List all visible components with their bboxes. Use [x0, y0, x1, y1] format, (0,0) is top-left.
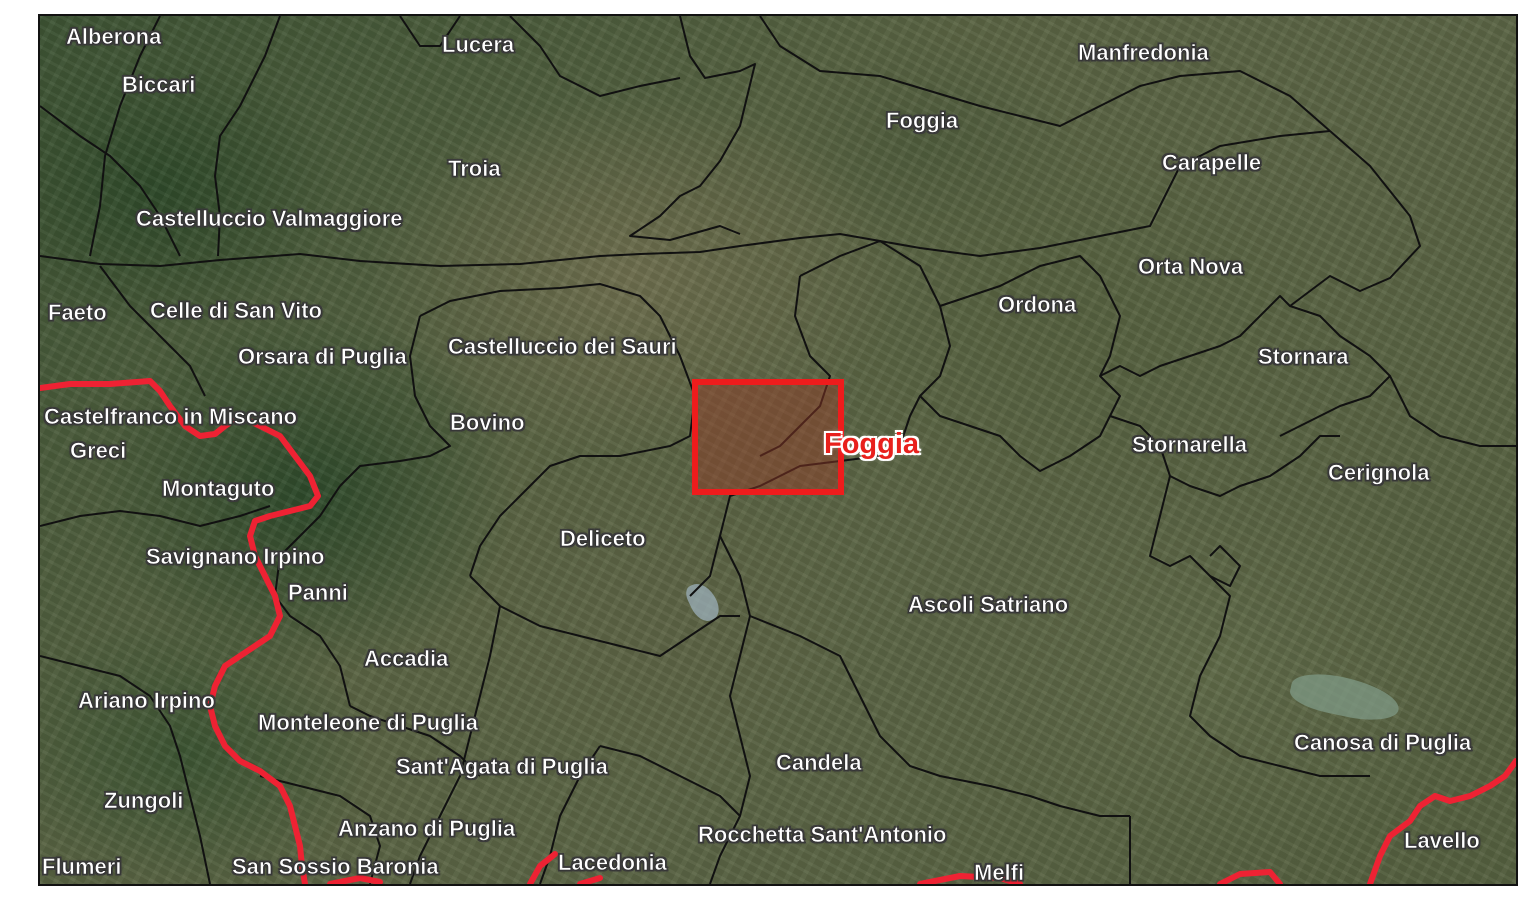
place-label-manfredonia: Manfredonia: [1078, 40, 1209, 65]
municipal-border: [1209, 545, 1241, 587]
place-label-montaguto: Montaguto: [162, 476, 275, 501]
place-label-monteleone-di-puglia: Monteleone di Puglia: [258, 710, 479, 735]
place-label-alberona: Alberona: [66, 24, 162, 49]
place-label-bovino: Bovino: [450, 410, 525, 435]
place-label-greci: Greci: [70, 438, 127, 463]
place-label-santagata-di-puglia: Sant'Agata di Puglia: [396, 754, 608, 779]
place-label-cerignola: Cerignola: [1328, 460, 1430, 485]
municipal-border: [689, 240, 951, 597]
regional-border: [1217, 869, 1283, 884]
place-label-canosa-di-puglia: Canosa di Puglia: [1294, 730, 1472, 755]
municipal-border: [1149, 475, 1370, 777]
place-label-stornarella: Stornarella: [1132, 432, 1248, 457]
regional-border: [527, 851, 558, 884]
place-label-orta-nova: Orta Nova: [1138, 254, 1244, 279]
place-label-orsara-di-puglia: Orsara di Puglia: [238, 344, 407, 369]
place-label-accadia: Accadia: [364, 646, 449, 671]
municipal-border: [629, 16, 756, 241]
municipal-border: [1389, 375, 1516, 447]
place-label-flumeri: Flumeri: [42, 854, 122, 879]
place-label-stornara: Stornara: [1258, 344, 1349, 369]
place-label-ascoli-satriano: Ascoli Satriano: [908, 592, 1069, 617]
place-label-anzano-di-puglia: Anzano di Puglia: [338, 816, 516, 841]
place-label-castelfranco-in-miscano: Castelfranco in Miscano: [44, 404, 298, 429]
place-label-rocchetta-santantonio: Rocchetta Sant'Antonio: [698, 822, 947, 847]
place-label-melfi: Melfi: [974, 860, 1025, 885]
municipal-border: [40, 655, 211, 884]
place-label-carapelle: Carapelle: [1162, 150, 1262, 175]
municipal-border: [89, 16, 161, 257]
municipal-border: [40, 505, 271, 527]
study-area-box[interactable]: [692, 379, 844, 495]
municipal-border: [349, 705, 481, 777]
regional-border: [1367, 758, 1516, 884]
place-label-castelluccio-dei-sauri: Castelluccio dei Sauri: [448, 334, 677, 359]
municipal-border: [749, 615, 1130, 817]
regional-borders: [40, 378, 1516, 884]
place-label-zungoli: Zungoli: [104, 788, 184, 813]
municipal-border: [409, 605, 501, 884]
municipal-border: [919, 255, 1121, 472]
place-label-lucera: Lucera: [442, 32, 515, 57]
place-label-troia: Troia: [448, 156, 501, 181]
municipal-border: [469, 575, 740, 657]
place-label-ariano-irpino: Ariano Irpino: [78, 688, 215, 713]
municipal-border: [709, 535, 751, 884]
municipal-border: [1289, 130, 1421, 307]
place-label-faeto: Faeto: [48, 300, 107, 325]
municipal-border: [214, 16, 281, 257]
regional-border: [40, 378, 321, 884]
place-label-lacedonia: Lacedonia: [558, 850, 667, 875]
regional-border: [917, 873, 1023, 884]
highlight-label-foggia: Foggia: [824, 428, 920, 460]
municipal-border: [509, 16, 681, 97]
municipal-border: [99, 265, 206, 397]
place-label-savignano-irpino: Savignano Irpino: [146, 544, 325, 569]
place-label-ordona: Ordona: [998, 292, 1077, 317]
regional-border: [327, 875, 383, 884]
municipal-border: [759, 16, 1331, 132]
municipal-border: [759, 275, 831, 457]
municipal-border: [399, 16, 461, 47]
map-frame[interactable]: Alberona Lucera Manfredonia Biccari Fogg…: [38, 14, 1518, 886]
place-label-panni: Panni: [288, 580, 349, 605]
municipal-border: [259, 775, 381, 884]
satellite-texture: [40, 16, 1516, 884]
regional-border: [577, 875, 603, 884]
place-label-candela: Candela: [776, 750, 862, 775]
municipal-border: [40, 105, 181, 257]
place-label-foggia: Foggia: [886, 108, 959, 133]
place-label-castelluccio-valmaggiore: Castelluccio Valmaggiore: [136, 206, 403, 231]
municipal-border: [40, 130, 1331, 267]
place-label-deliceto: Deliceto: [560, 526, 646, 551]
municipal-border: [539, 745, 601, 884]
place-label-celle-di-san-vito: Celle di San Vito: [150, 298, 323, 323]
municipal-border: [599, 745, 741, 817]
place-label-lavello: Lavello: [1404, 828, 1480, 853]
municipal-border: [1109, 415, 1340, 497]
municipal-border: [339, 315, 451, 487]
municipal-border: [1099, 295, 1391, 437]
place-label-biccari: Biccari: [122, 72, 196, 97]
place-label-san-sossio-baronia: San Sossio Baronia: [232, 854, 439, 879]
